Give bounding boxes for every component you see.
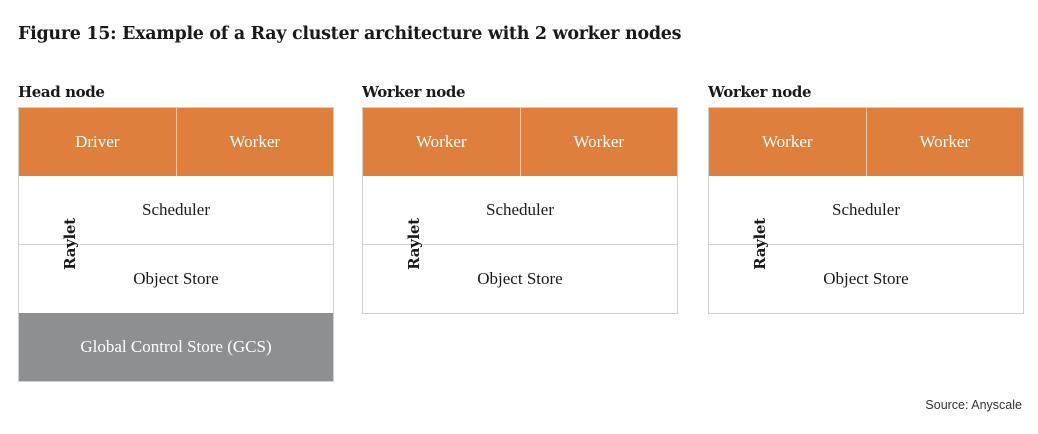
process-row: Worker Worker xyxy=(709,108,1023,176)
raylet-label: Raylet xyxy=(405,218,423,270)
object-store: Object Store xyxy=(363,244,677,313)
source-note: Source: Anyscale xyxy=(925,398,1022,412)
raylet-section: Raylet Scheduler Object Store xyxy=(19,176,333,313)
node-box: Worker Worker Raylet Scheduler Object St… xyxy=(362,107,678,314)
worker-process: Worker xyxy=(761,132,813,151)
process-row: Worker Worker xyxy=(363,108,677,176)
node-label: Worker node xyxy=(708,83,812,101)
scheduler: Scheduler xyxy=(142,200,210,219)
raylet-section: Raylet Scheduler Object Store xyxy=(363,176,677,313)
node-label: Head node xyxy=(18,83,105,101)
global-control-store: Global Control Store (GCS) xyxy=(19,313,333,381)
node-label: Worker node xyxy=(362,83,466,101)
process-row: Driver Worker xyxy=(19,108,333,176)
worker-process: Worker xyxy=(175,108,334,176)
driver-process: Driver xyxy=(75,132,120,151)
worker-process: Worker xyxy=(415,132,467,151)
scheduler: Scheduler xyxy=(832,200,900,219)
figure-title: Figure 15: Example of a Ray cluster arch… xyxy=(18,24,682,44)
raylet-label: Raylet xyxy=(61,218,79,270)
raylet-section: Raylet Scheduler Object Store xyxy=(709,176,1023,313)
node-box: Worker Worker Raylet Scheduler Object St… xyxy=(708,107,1024,314)
object-store: Object Store xyxy=(709,244,1023,313)
worker-process: Worker xyxy=(865,108,1024,176)
raylet-label: Raylet xyxy=(751,218,769,270)
worker-process: Worker xyxy=(519,108,678,176)
object-store: Object Store xyxy=(19,244,333,313)
scheduler: Scheduler xyxy=(486,200,554,219)
node-box: Driver Worker Raylet Scheduler Object St… xyxy=(18,107,334,382)
